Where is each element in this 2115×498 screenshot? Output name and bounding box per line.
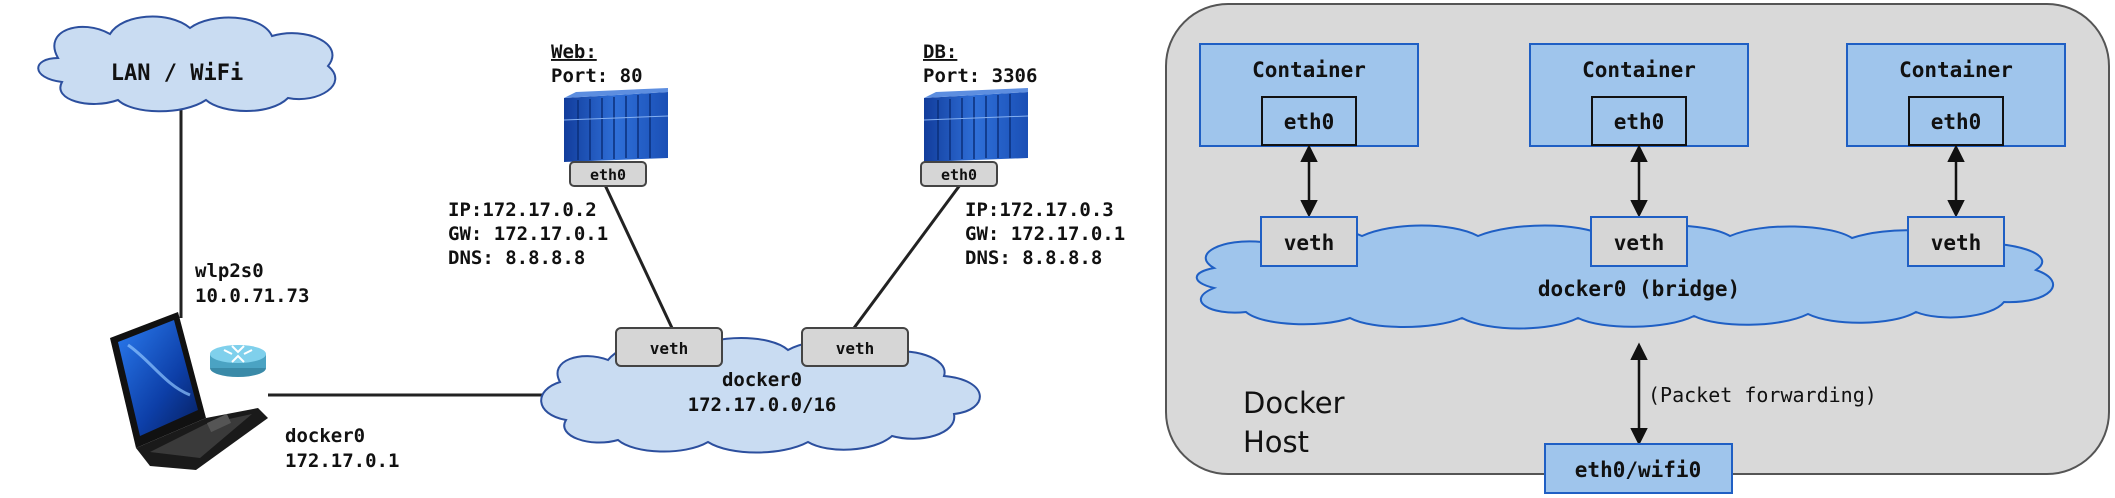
host-bridge-name: docker0 <box>285 425 365 447</box>
web-link-line <box>603 184 674 329</box>
container-2: Container eth0 <box>1529 43 1749 147</box>
container-1-title: Container <box>1252 58 1366 82</box>
web-dns: DNS: 8.8.8.8 <box>448 247 585 269</box>
veth-3: veth <box>1907 216 2005 267</box>
web-container: Web: Port: 80 eth0 IP:172.17.0.2 GW: 172… <box>448 41 669 269</box>
web-ip: IP:172.17.0.2 <box>448 199 597 221</box>
bridge-cloud-name: docker0 <box>722 369 802 391</box>
web-gw: GW: 172.17.0.1 <box>448 223 608 245</box>
veth-1: veth <box>1260 216 1358 267</box>
lan-cloud: LAN / WiFi <box>37 15 337 113</box>
container-3-title: Container <box>1899 58 2013 82</box>
host-iface-ip: 10.0.71.73 <box>195 285 309 307</box>
veth-1-label: veth <box>1284 231 1335 255</box>
web-eth-box <box>569 161 647 187</box>
db-title: DB: <box>923 41 957 63</box>
container-1-eth: eth0 <box>1284 110 1335 134</box>
db-ip: IP:172.17.0.3 <box>965 199 1114 221</box>
veth-3-label: veth <box>1931 231 1982 255</box>
laptop-icon <box>110 312 268 470</box>
right-diagram: Container eth0 Container eth0 Container … <box>1165 3 2110 494</box>
veth-right-box: veth <box>801 327 909 367</box>
veth-2-label: veth <box>1614 231 1665 255</box>
web-title: Web: <box>551 41 597 63</box>
db-link-line <box>852 184 962 329</box>
container-1: Container eth0 <box>1199 43 1419 147</box>
db-dns: DNS: 8.8.8.8 <box>965 247 1102 269</box>
docker-host-label-line2: Host <box>1243 425 1309 459</box>
router-icon <box>210 345 266 377</box>
bridge-cloud-right: docker0 (bridge) <box>1195 224 2055 330</box>
left-diagram: LAN / WiFi wlp2s0 10.0.71.73 docker0 172… <box>37 15 1125 472</box>
db-eth-box <box>920 161 998 187</box>
physical-interface-label: eth0/wifi0 <box>1575 458 1701 482</box>
web-port: Port: 80 <box>551 65 643 87</box>
packet-forwarding-label: (Packet forwarding) <box>1648 383 1877 407</box>
veth-left-label: veth <box>650 339 689 358</box>
bridge-cloud-subnet: 172.17.0.0/16 <box>688 394 837 416</box>
lan-cloud-label: LAN / WiFi <box>111 61 243 86</box>
bridge-cloud: docker0 172.17.0.0/16 <box>540 337 981 454</box>
db-container-icon <box>923 88 1029 162</box>
web-eth-label: eth0 <box>590 166 626 184</box>
db-eth-label: eth0 <box>941 166 977 184</box>
container-2-title: Container <box>1582 58 1696 82</box>
bridge-label: docker0 (bridge) <box>1538 277 1740 301</box>
container-3-eth: eth0 <box>1931 110 1982 134</box>
veth-left-box: veth <box>615 327 723 367</box>
db-port: Port: 3306 <box>923 65 1037 87</box>
db-container: DB: Port: 3306 eth0 IP:172.17.0.3 GW: 17… <box>920 41 1125 269</box>
web-container-icon <box>563 88 669 162</box>
veth-right-label: veth <box>836 339 875 358</box>
container-3: Container eth0 <box>1846 43 2066 147</box>
host-iface-name: wlp2s0 <box>195 260 264 282</box>
db-gw: GW: 172.17.0.1 <box>965 223 1125 245</box>
veth-2: veth <box>1590 216 1688 267</box>
container-2-eth: eth0 <box>1614 110 1665 134</box>
host-bridge-ip: 172.17.0.1 <box>285 450 399 472</box>
physical-interface: eth0/wifi0 <box>1544 443 1733 494</box>
docker-host-label-line1: Docker <box>1243 386 1345 420</box>
